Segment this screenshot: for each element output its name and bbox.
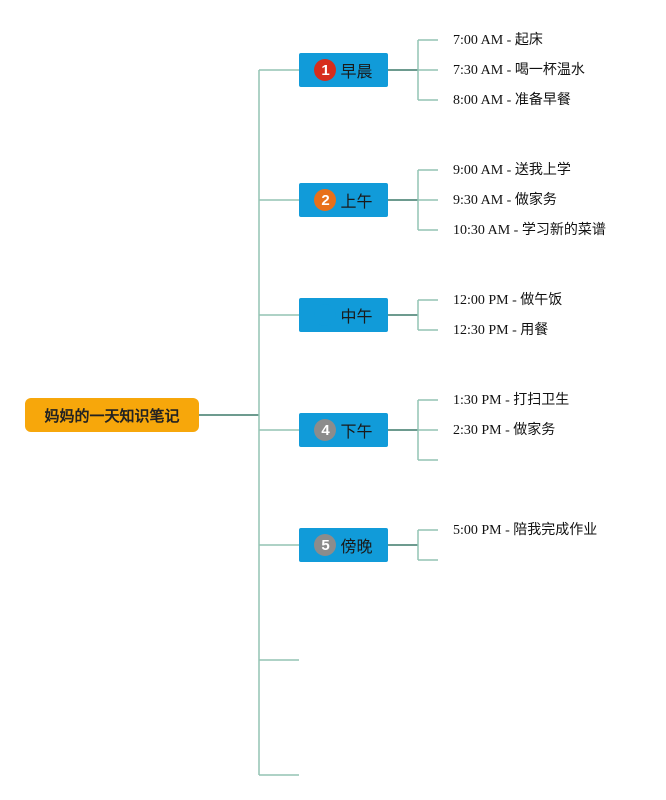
branch-morning[interactable]: 1 早晨	[299, 53, 388, 87]
branch-evening[interactable]: 5 傍晚	[299, 528, 388, 562]
priority-3-icon	[314, 304, 337, 326]
root-node[interactable]: 妈妈的一天知识笔记	[25, 398, 199, 432]
branch-label: 早晨	[340, 62, 373, 81]
leaf-item[interactable]: 8:00 AM - 准备早餐	[453, 93, 571, 108]
priority-1-icon: 1	[314, 59, 337, 81]
root-label: 妈妈的一天知识笔记	[44, 406, 180, 425]
leaf-item[interactable]: 9:30 AM - 做家务	[453, 193, 557, 208]
leaf-item[interactable]: 9:00 AM - 送我上学	[453, 163, 571, 178]
leaf-item[interactable]: 12:00 PM - 做午饭	[453, 293, 563, 308]
leaf-item[interactable]: 7:00 AM - 起床	[453, 33, 543, 48]
leaf-item[interactable]: 12:30 PM - 用餐	[453, 323, 549, 338]
branch-afternoon[interactable]: 4 下午	[299, 413, 388, 447]
leaf-item[interactable]: 5:00 PM - 陪我完成作业	[453, 523, 598, 538]
branch-label: 傍晚	[340, 537, 373, 556]
priority-2-icon: 2	[314, 189, 337, 211]
priority-5-icon: 5	[314, 534, 337, 556]
branch-label: 中午	[340, 307, 373, 326]
branch-label: 上午	[340, 192, 373, 211]
leaf-item[interactable]: 1:30 PM - 打扫卫生	[453, 393, 570, 408]
branch-forenoon[interactable]: 2 上午	[299, 183, 388, 217]
branch-label: 下午	[340, 422, 373, 441]
priority-4-icon: 4	[314, 419, 337, 441]
leaf-item[interactable]: 2:30 PM - 做家务	[453, 423, 556, 438]
leaf-item[interactable]: 7:30 AM - 喝一杯温水	[453, 63, 585, 78]
branch-noon[interactable]: 中午	[299, 298, 388, 332]
leaf-item[interactable]: 10:30 AM - 学习新的菜谱	[453, 223, 606, 238]
